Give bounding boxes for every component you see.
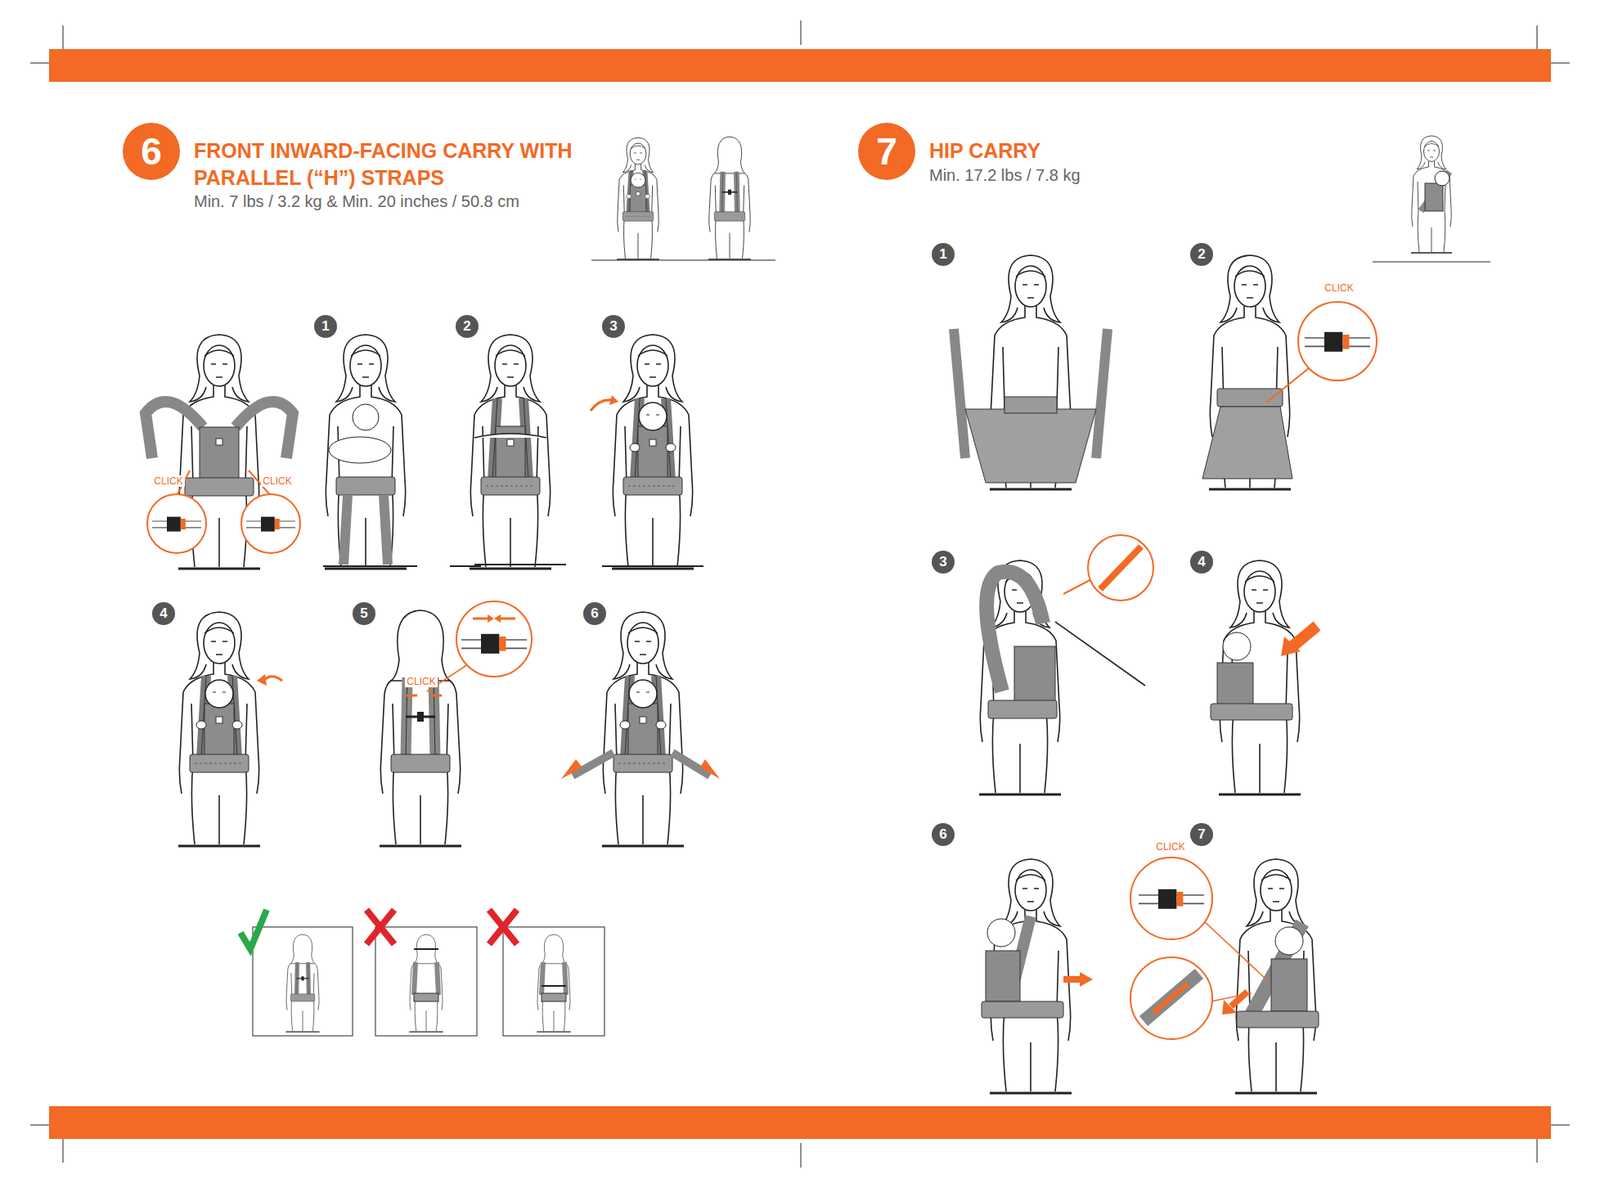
section-header: 6 FRONT INWARD-FACING CARRY WITH PARALLEL…: [122, 122, 595, 212]
step-number-text: 5: [359, 605, 368, 622]
overview-figures: [591, 135, 1491, 262]
step-number-text: 1: [321, 318, 329, 335]
step-number: 4: [152, 602, 176, 625]
step-number-text: 3: [939, 553, 947, 571]
section-heading: HIP CARRY: [929, 137, 1081, 165]
front-carry-figures: [145, 334, 720, 846]
step-number: 4: [1190, 550, 1214, 574]
step-number-text: 6: [590, 605, 598, 622]
crop-marks: [30, 20, 1570, 1168]
step-number: 2: [455, 314, 479, 338]
step-number: 6: [931, 822, 955, 846]
step-number-text: 1: [939, 246, 947, 263]
step-number-text: 4: [1197, 553, 1205, 571]
weight-requirement: Min. 17.2 lbs / 7.8 kg: [929, 166, 1081, 185]
step-number-text: 3: [609, 318, 617, 335]
step-number-text: 6: [939, 826, 947, 843]
section-number-text: 7: [876, 129, 898, 174]
click-label: CLICK: [1154, 840, 1187, 853]
hip-carry-figures: [953, 255, 1377, 1093]
step-number: 2: [1190, 242, 1214, 266]
step-number: 7: [1190, 822, 1214, 846]
step-number: 1: [931, 242, 955, 266]
step-number: 3: [602, 314, 625, 338]
step-number: 6: [583, 602, 607, 625]
section-heading-group: FRONT INWARD-FACING CARRY WITH PARALLEL …: [193, 137, 595, 212]
click-label: CLICK: [152, 475, 185, 487]
step-number: 3: [931, 550, 955, 574]
weight-requirement: Min. 7 lbs / 3.2 kg & Min. 20 inches / 5…: [193, 192, 595, 212]
strap-check: [240, 909, 605, 1036]
click-label: CLICK: [404, 675, 437, 688]
top-bar: [49, 49, 1551, 82]
section-number: 7: [858, 122, 916, 180]
section-heading: FRONT INWARD-FACING CARRY WITH PARALLEL …: [193, 137, 595, 191]
step-number-text: 7: [1197, 826, 1205, 843]
step-number: 5: [352, 602, 376, 625]
click-label: CLICK: [260, 475, 293, 487]
section-header: 7 HIP CARRYMin. 17.2 lbs / 7.8 kg: [858, 122, 1081, 185]
section-number-text: 6: [140, 129, 162, 174]
bottom-bar: [49, 1105, 1551, 1139]
click-label: CLICK: [1322, 282, 1355, 294]
step-number-text: 2: [462, 318, 471, 335]
section-number: 6: [122, 122, 180, 180]
step-number-text: 2: [1197, 246, 1205, 263]
step-number-text: 4: [159, 605, 167, 622]
section-heading-group: HIP CARRYMin. 17.2 lbs / 7.8 kg: [929, 137, 1081, 185]
step-number: 1: [314, 314, 338, 338]
